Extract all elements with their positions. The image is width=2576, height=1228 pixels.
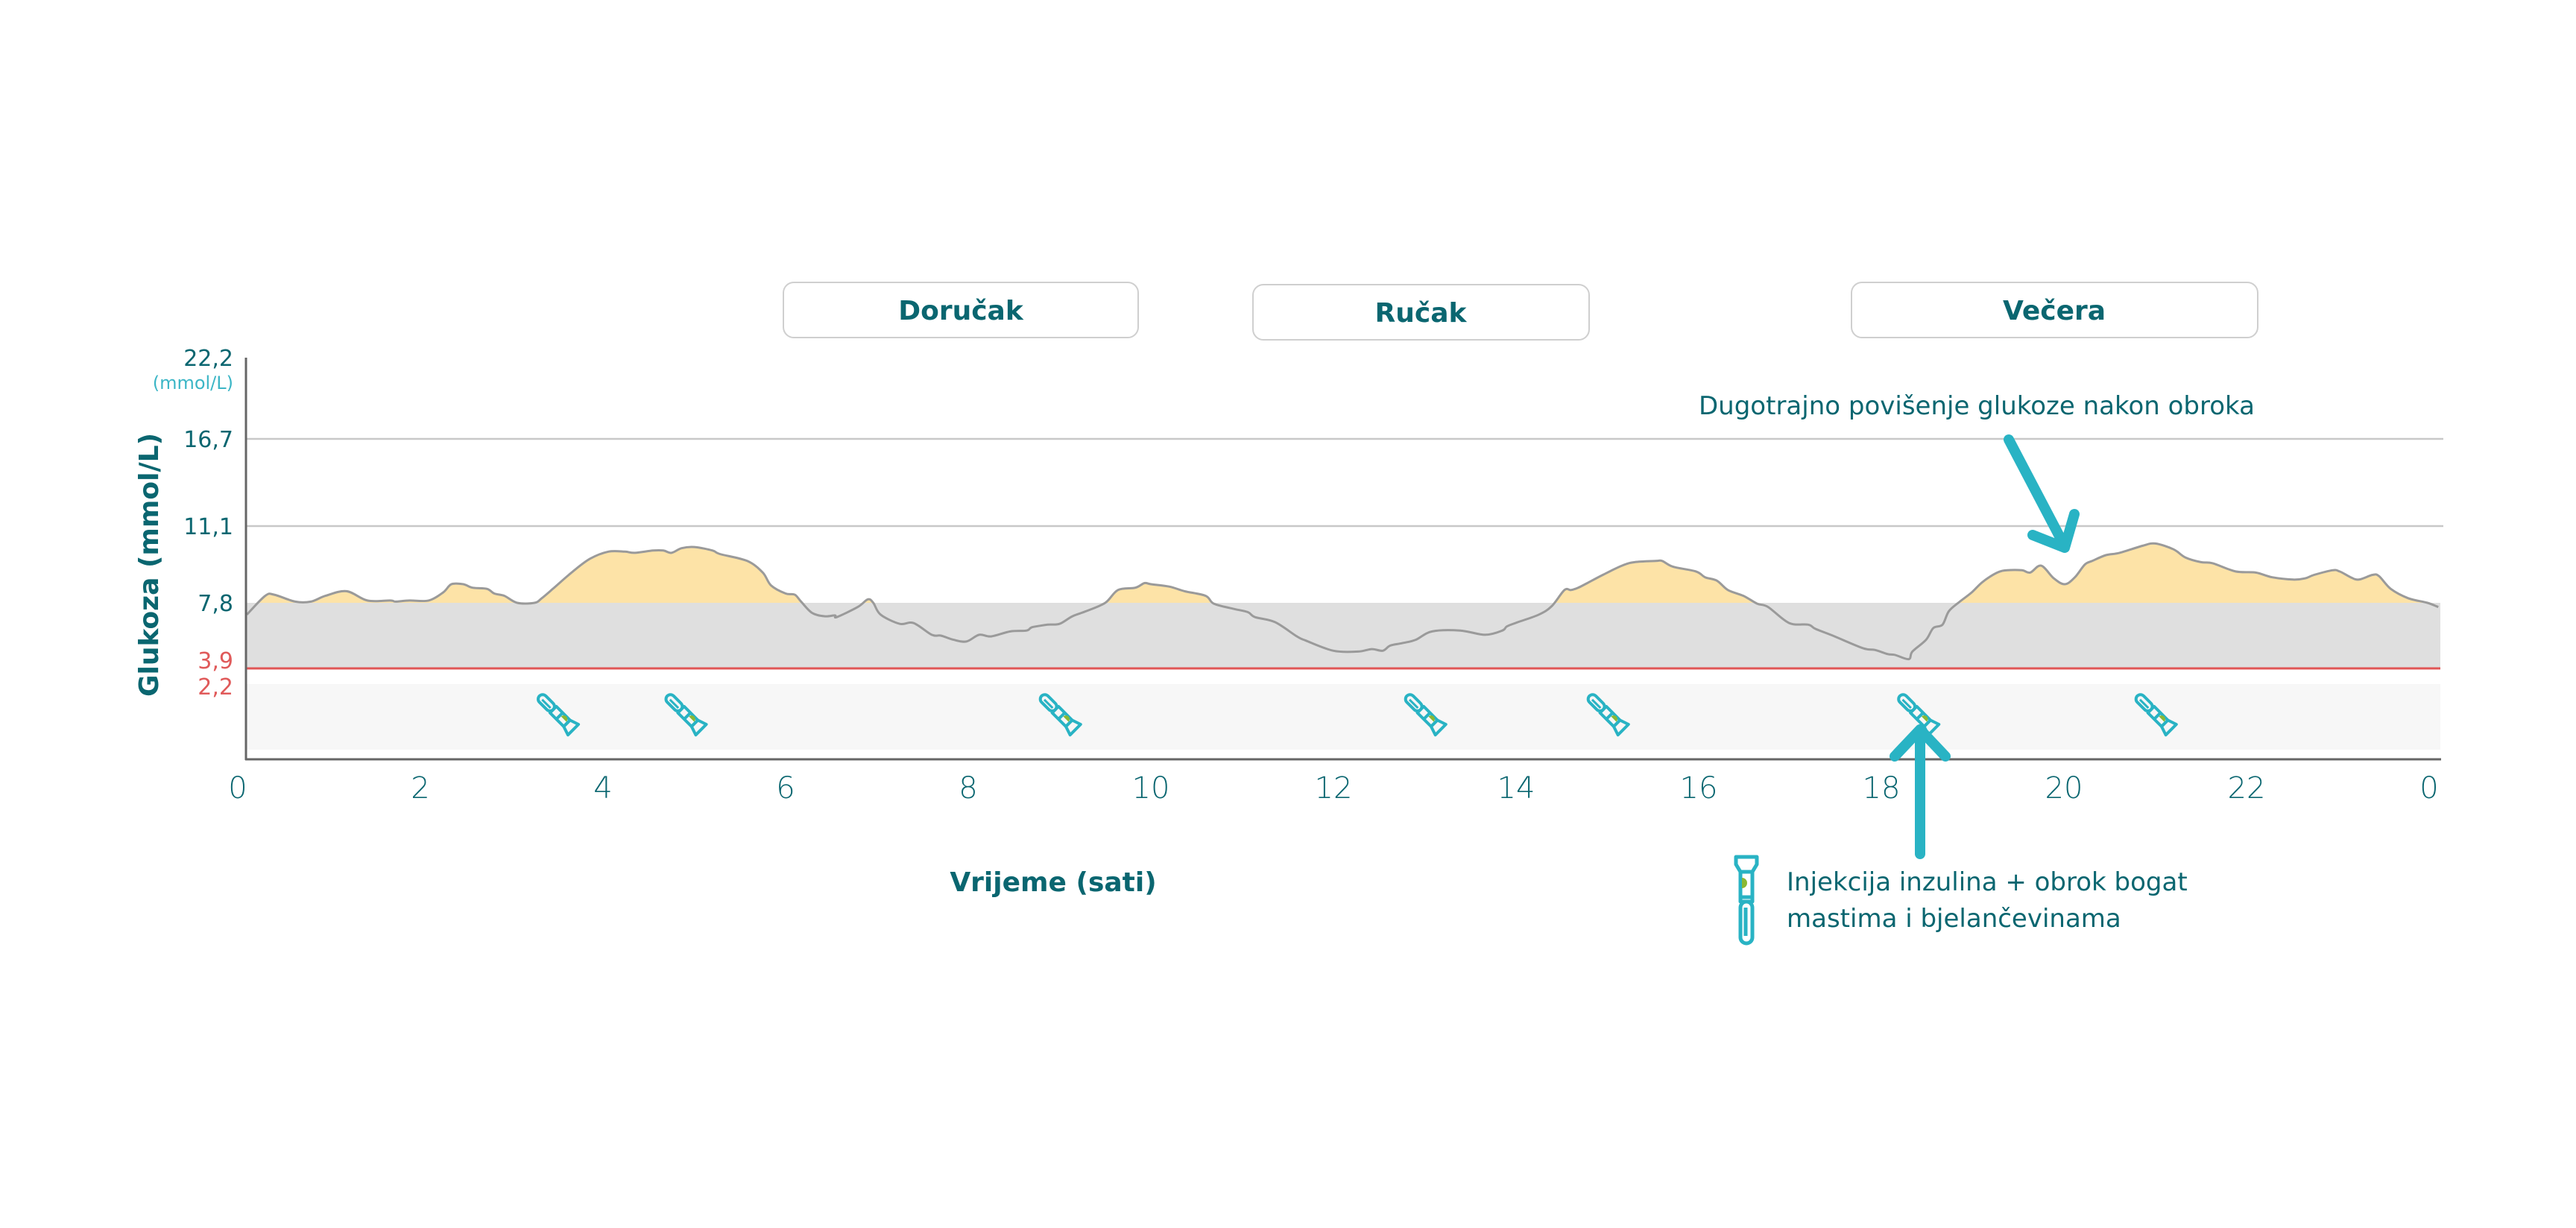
arrow-up-icon [1890, 724, 1951, 859]
x-tick-label: 0 [228, 771, 247, 806]
meal-label-dinner: Večera [2003, 296, 2106, 326]
x-tick-label: 4 [593, 771, 612, 806]
meal-label-lunch: Ručak [1375, 298, 1468, 329]
x-axis-title: Vrijeme (sati) [950, 867, 1156, 898]
x-tick-label: 18 [1863, 771, 1901, 806]
insulin-pen-icon [1404, 693, 1448, 737]
insulin-pen-icon [1586, 693, 1630, 737]
meal-box-dinner: Večera [1851, 282, 2258, 338]
y-tick-label: 3,9 [198, 648, 233, 674]
meal-box-lunch: Ručak [1252, 284, 1590, 341]
legend-text-line1: Injekcija inzulina + obrok bogat [1787, 867, 2188, 897]
pen-dose-dot [1063, 715, 1070, 722]
x-tick-label: 8 [959, 771, 977, 806]
insulin-pen-icon [1734, 855, 1759, 946]
legend-text-line2: mastima i bjelančevinama [1787, 904, 2121, 934]
gridlines [247, 437, 2443, 528]
pen-dose-dot [1428, 715, 1435, 722]
meal-label-breakfast: Doručak [898, 296, 1024, 326]
x-tick-label: 12 [1315, 771, 1353, 806]
pen-dose-dot [689, 715, 695, 722]
y-tick-label: 7,8 [198, 591, 233, 617]
x-tick-label: 16 [1680, 771, 1718, 806]
x-tick-label: 20 [2045, 771, 2083, 806]
hyperglycemia-area [247, 543, 2439, 603]
y-tick-label: 11,1 [183, 514, 233, 540]
y-tick-label: 2,2 [198, 674, 233, 700]
glucose-curve [247, 542, 2439, 661]
x-tick-label: 0 [2419, 771, 2438, 806]
meal-box-breakfast: Doručak [783, 282, 1139, 338]
annotation-prolonged-rise: Dugotrajno povišenje glukoze nakon obrok… [1699, 391, 2255, 421]
x-tick-label: 2 [411, 771, 429, 806]
pen-dose-dot [561, 715, 568, 722]
x-tick-label: 10 [1132, 771, 1170, 806]
x-tick-label: 6 [776, 771, 795, 806]
y-tick-label: 16,7 [183, 427, 233, 453]
target-range-band [247, 603, 2440, 668]
pen-dose-dot [1921, 715, 1928, 722]
insulin-pen-icon [2134, 693, 2178, 737]
very-low-band [247, 684, 2440, 750]
insulin-pen-icon [664, 693, 708, 737]
x-tick-labels: 0 2 4 6 8 10 12 14 16 18 20 22 0 [228, 771, 2438, 806]
legend: Injekcija inzulina + obrok bogat mastima… [1734, 855, 2188, 946]
pen-dose-dot [1611, 715, 1617, 722]
x-tick-label: 22 [2228, 771, 2266, 806]
y-unit-label: (mmol/L) [153, 373, 233, 393]
insulin-pen-icon [537, 693, 581, 737]
pen-dose-dot [2159, 715, 2165, 722]
y-tick-label: 22,2 [183, 346, 233, 372]
y-tick-labels: 22,2 16,7 11,1 7,8 3,92,2 [183, 346, 233, 700]
insulin-injection-markers [537, 693, 2178, 737]
y-axis-title: Glukoza (mmol/L) [134, 433, 165, 697]
x-tick-label: 14 [1497, 771, 1535, 806]
insulin-pen-icon [1038, 693, 1082, 737]
arrow-down-icon [2004, 434, 2080, 553]
